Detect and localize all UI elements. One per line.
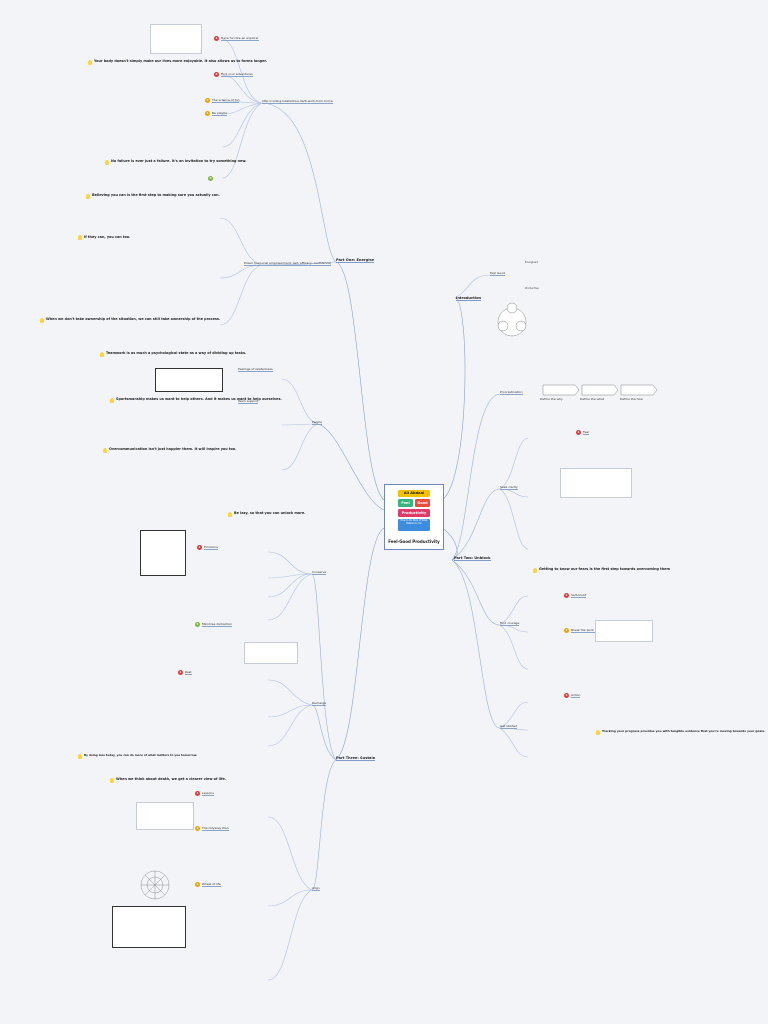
insight-overcommunication: Overcommunication isn't just happier the… xyxy=(109,447,237,451)
lightbulb-icon xyxy=(596,730,600,735)
lightbulb-icon xyxy=(103,448,107,453)
relatedness-table xyxy=(155,368,223,392)
lessons-node[interactable]: Lessons xyxy=(202,791,214,797)
num-badge-odyssey: 2 xyxy=(195,826,200,831)
adventures-icon-panel xyxy=(150,24,202,54)
wheel-of-life xyxy=(140,870,170,900)
find-courage-node[interactable]: Find courage xyxy=(500,621,520,627)
num-badge-selfdoubt: 1 xyxy=(564,593,569,598)
insight-doing-less: By doing less today, you can do more of … xyxy=(84,753,198,757)
lessons-icon-panel xyxy=(136,802,194,830)
relatedness-node[interactable]: Feelings of relatedness xyxy=(238,367,273,373)
num-badge-wheel: 3 xyxy=(195,882,200,887)
play-item-playful[interactable]: Be playful xyxy=(212,111,227,117)
play-item-explorer[interactable]: Have fun like an explorer xyxy=(221,36,259,42)
central-book-node[interactable]: Ali Abdaal Feel Good Productivity How to… xyxy=(384,484,444,550)
lightbulb-icon xyxy=(110,398,114,403)
intro-cycle-diagram xyxy=(497,302,527,337)
central-title: Feel-Good Productivity xyxy=(388,539,440,544)
lightbulb-icon xyxy=(100,352,104,357)
cover-feel: Feel xyxy=(398,499,413,507)
cover-subtitle: How to Do More of What Matters to You xyxy=(398,519,430,531)
clarity-arrow-label-3: Define the how xyxy=(620,397,643,401)
insight-lazy: Be lazy, so that you can unlock more. xyxy=(234,511,306,515)
lightbulb-icon xyxy=(105,160,109,165)
insight-believe: Believing you can is the first step to m… xyxy=(92,193,220,197)
lightbulb-icon xyxy=(110,778,114,783)
lightbulb-icon xyxy=(40,318,44,323)
num-badge-rest: 1 xyxy=(178,670,183,675)
fear-node[interactable]: Fear xyxy=(583,430,590,436)
num-badge-action: 1 xyxy=(564,693,569,698)
action-node[interactable]: Action xyxy=(571,693,581,699)
part-three-label[interactable]: Part Three: Sustain xyxy=(336,756,376,761)
insight-teamwork: Teamwork is as much a psychological stat… xyxy=(106,351,247,355)
emotions-table xyxy=(140,530,186,576)
align-node[interactable]: Align xyxy=(312,886,320,892)
insight-fears: Getting to know our fears is the first s… xyxy=(539,567,671,571)
clarity-arrow-label-2: Define the what xyxy=(580,397,604,401)
num-badge-fear: 1 xyxy=(576,430,581,435)
team-support-node[interactable]: Team support xyxy=(238,399,259,405)
num-badge-4: 4 xyxy=(205,111,210,116)
odyssey-node[interactable]: The Odyssey Plan xyxy=(202,826,229,832)
lightbulb-icon xyxy=(88,60,92,65)
num-badge-3: 3 xyxy=(205,98,210,103)
insight-ownership: When we don't take ownership of the situ… xyxy=(46,317,221,321)
rest-icon-panel xyxy=(244,642,298,664)
rest-node[interactable]: Rest xyxy=(185,670,192,676)
intro-energised: Energised xyxy=(525,261,538,264)
num-badge-minimise: 5 xyxy=(195,622,200,627)
insight-tracking: Tracking your progress provides you with… xyxy=(602,729,766,733)
seek-clarity-node[interactable]: Seek clarity xyxy=(500,485,518,491)
play-url-node[interactable]: http://coding.lokalistinus.de/it-work-fr… xyxy=(262,99,333,105)
num-badge-lessons: 1 xyxy=(195,791,200,796)
people-node[interactable]: People xyxy=(312,420,322,426)
procrastination-node[interactable]: Procrastination xyxy=(500,390,523,396)
insight-body: Your body doesn't simply make our lives … xyxy=(94,59,267,63)
lightbulb-icon xyxy=(86,194,90,199)
num-badge-2: 2 xyxy=(214,72,219,77)
part-one-label[interactable]: Part One: Energise xyxy=(336,258,375,263)
lightbulb-icon xyxy=(78,754,82,759)
lightbulb-icon xyxy=(228,512,232,517)
recharge-node[interactable]: Recharge xyxy=(312,701,327,707)
emotions-node[interactable]: Emotions xyxy=(204,545,218,551)
insight-sportsmanship: Sportsmanship makes us want to help othe… xyxy=(116,397,282,401)
num-badge-1: 1 xyxy=(214,36,219,41)
feel-good-loop-node[interactable]: Feel Good xyxy=(490,271,505,277)
clarity-icon-panel xyxy=(560,468,632,498)
wheel-of-life-node[interactable]: Wheel of life xyxy=(202,882,221,888)
insight-failure: No failure is ever just a failure. It's … xyxy=(111,159,247,163)
cover-author: Ali Abdaal xyxy=(398,490,430,497)
part-two-label[interactable]: Part Two: Unblock xyxy=(454,556,491,561)
get-started-node[interactable]: Get started xyxy=(500,724,518,730)
num-badge-5: 5 xyxy=(208,176,213,181)
play-item-adventures[interactable]: Find your adventures xyxy=(221,72,253,78)
clarity-arrows xyxy=(542,384,658,396)
cover-good: Good xyxy=(415,499,430,507)
lightbulb-icon xyxy=(533,568,537,573)
conserve-node[interactable]: Conserve xyxy=(312,570,327,576)
minimise-node[interactable]: Minimise distraction xyxy=(202,622,233,628)
courage-icon-panel xyxy=(595,620,653,642)
num-badge-emotions: 1 xyxy=(197,545,202,550)
lightbulb-icon xyxy=(78,235,82,240)
power-node[interactable]: Power (personal empowerment, self- effic… xyxy=(244,261,332,267)
intro-productive: Productive xyxy=(525,287,539,290)
num-badge-break: 2 xyxy=(564,628,569,633)
cover-productivity: Productivity xyxy=(398,509,430,517)
self-doubt-node[interactable]: Self-doubt xyxy=(571,593,587,599)
clarity-arrow-label-1: Define the why xyxy=(540,397,563,401)
insight-they-can: If they can, you can too. xyxy=(84,235,131,239)
values-table xyxy=(112,906,186,948)
insight-death: When we think about death, we get a clea… xyxy=(116,777,227,781)
play-item-science[interactable]: The science of fun xyxy=(212,98,240,104)
introduction-label[interactable]: Introduction xyxy=(456,296,482,301)
